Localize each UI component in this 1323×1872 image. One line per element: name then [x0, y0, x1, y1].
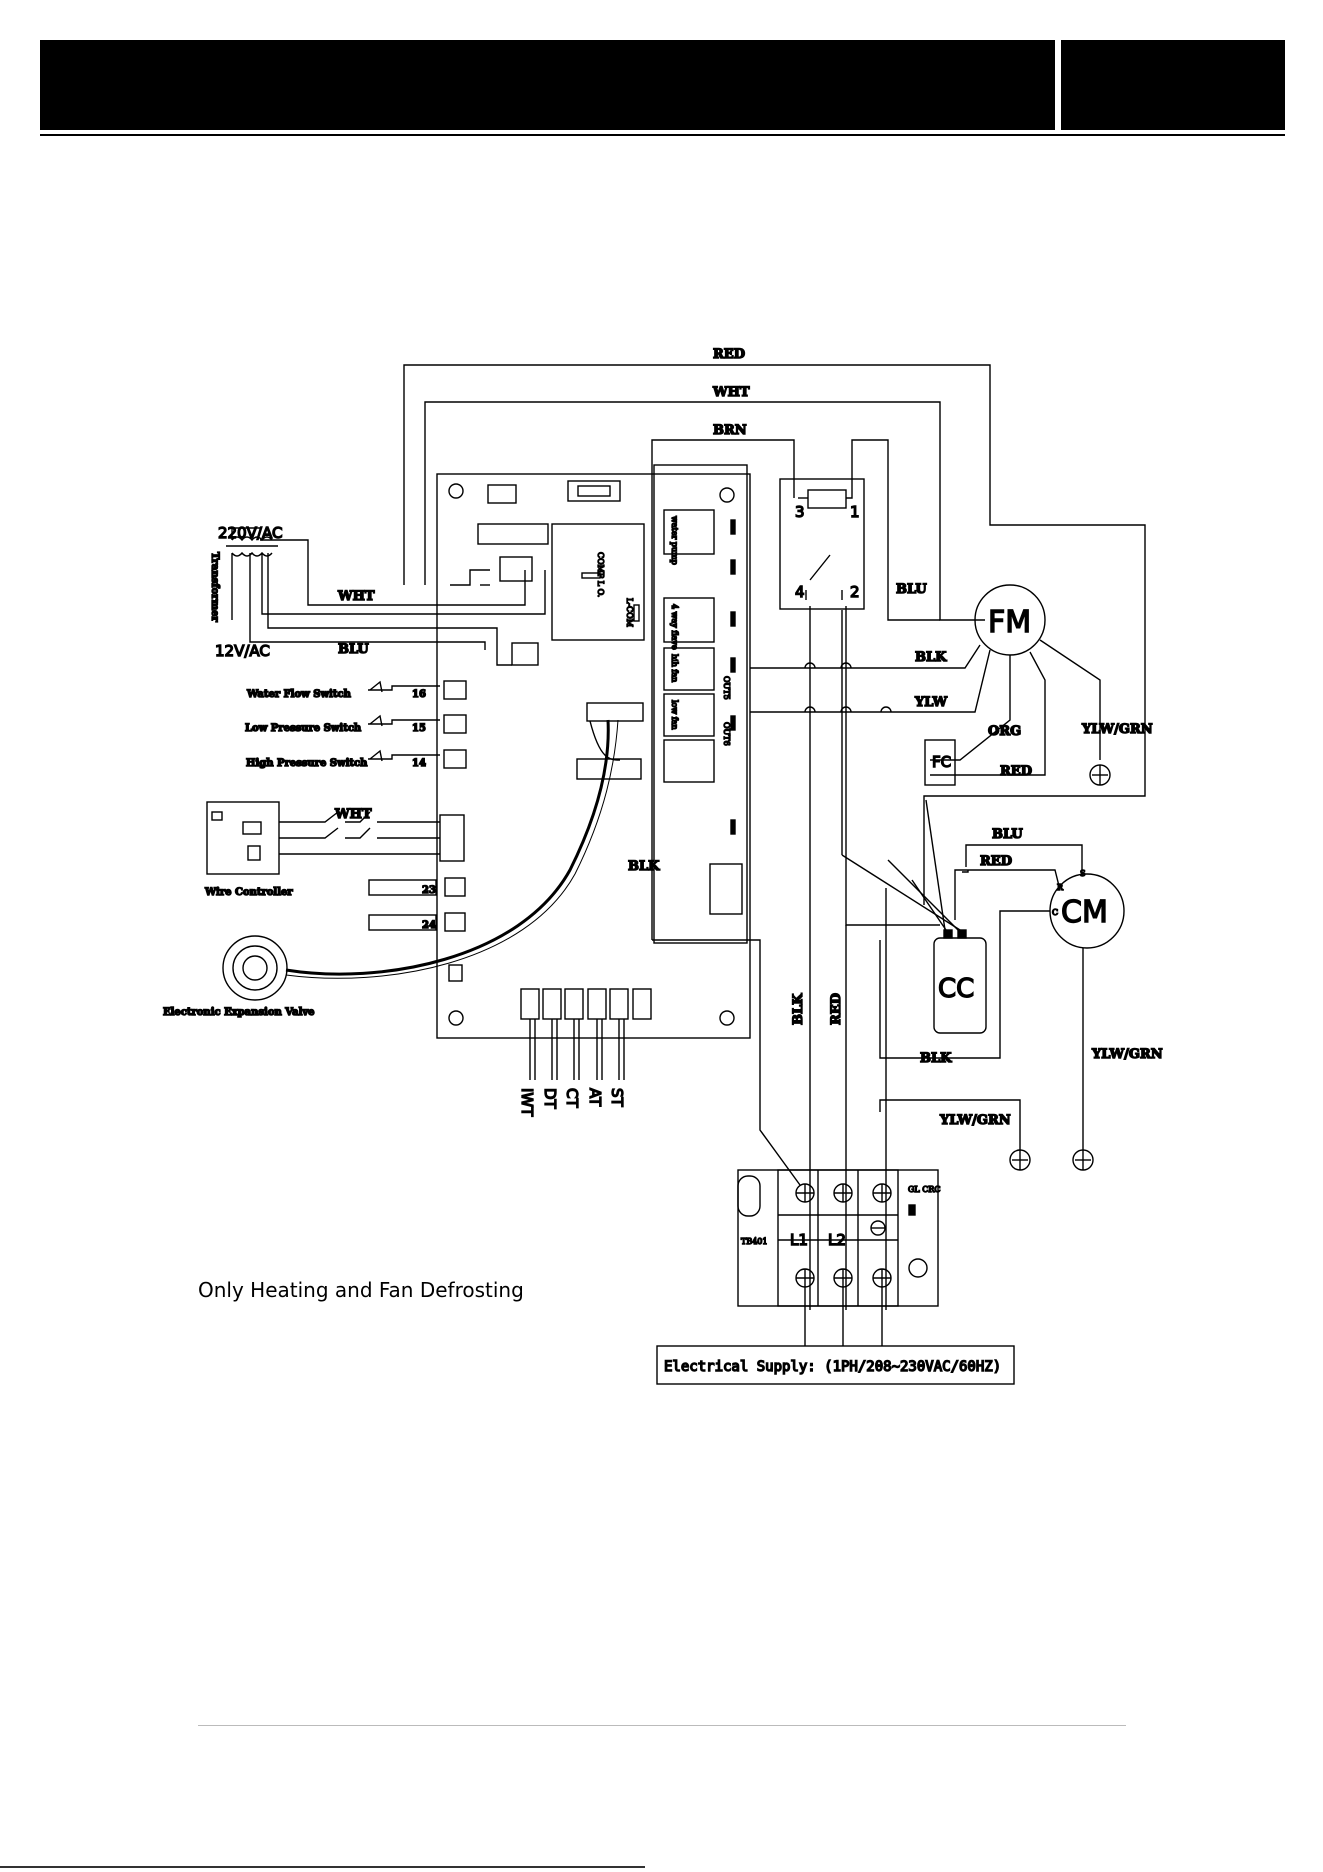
wire-label: BLU	[992, 827, 1023, 842]
switch-number: 15	[412, 723, 426, 734]
terminal-l1: L1	[790, 1231, 808, 1249]
supply-label-box	[656, 1345, 1015, 1385]
board-ic	[709, 863, 743, 915]
footer-rule	[198, 1725, 1126, 1726]
fuse	[567, 480, 621, 502]
relay-label: water pump	[670, 516, 679, 565]
wire-controller	[206, 801, 280, 875]
fan-motor-label: FM	[988, 605, 1031, 640]
switch-number: 16	[412, 689, 426, 700]
contactor-pin: 2	[850, 583, 860, 601]
wire-label: BLU	[338, 642, 369, 657]
header-side-block	[1061, 40, 1285, 130]
board-hole	[448, 483, 464, 499]
wire-label: RED	[1000, 764, 1032, 779]
terminal-tag: TB401	[741, 1237, 767, 1246]
relay-four-way	[663, 597, 715, 643]
wire-label: BLK	[628, 859, 660, 874]
input-number: 23	[422, 885, 436, 896]
contactor-pin: 3	[795, 503, 805, 521]
contactor-pin: 1	[850, 503, 860, 521]
relay-label: hih fan	[670, 654, 679, 682]
board-hole	[448, 1010, 464, 1026]
board-hole	[719, 487, 735, 503]
relay-strip	[653, 464, 748, 944]
wire-label: WHT	[712, 385, 750, 400]
comp-relay	[551, 523, 645, 641]
power-connector	[499, 556, 533, 582]
page-bottom-rule	[0, 1866, 645, 1868]
switch-label: High Pressure Switch	[246, 758, 368, 769]
transformer-output-voltage: 12V/AC	[215, 642, 270, 660]
wire-label: WHT	[337, 589, 375, 604]
board-button	[448, 964, 463, 982]
relay-label: COMP L O.	[596, 552, 605, 597]
contactor-pin: 4	[795, 583, 805, 601]
transformer-label: Transformer	[209, 552, 220, 623]
transformer-input-voltage: 220V/AC	[218, 524, 282, 542]
wire-label: BLK	[791, 993, 806, 1025]
wire-label: YLW	[914, 695, 948, 710]
wire-label: BRN	[713, 423, 747, 438]
cm-terminal: S	[1080, 869, 1085, 878]
wire-label: YLW/GRN	[1081, 722, 1153, 737]
relay-label: low fan	[670, 700, 679, 730]
input-number: 24	[422, 920, 436, 931]
control-board	[436, 473, 751, 1039]
compressor-motor-label: CM	[1061, 895, 1108, 930]
cm-terminal: R	[1057, 883, 1064, 892]
sensor-label: DT	[541, 1088, 559, 1110]
relay-spare	[663, 739, 715, 783]
wire-label: RED	[713, 347, 745, 362]
wire-label: BLK	[920, 1051, 952, 1066]
eev-connector-2	[576, 758, 642, 780]
wire-controller-label: Wire Controller	[204, 887, 293, 898]
expansion-valve	[222, 935, 288, 1001]
relay-water-pump	[663, 509, 715, 555]
relay-lo-fan	[663, 693, 715, 737]
board-hole	[719, 1010, 735, 1026]
relay-output-label: OUT6	[722, 722, 731, 746]
sensor-label: CT	[563, 1088, 581, 1108]
terminal-l2: L2	[828, 1231, 846, 1249]
header-bar	[40, 40, 1055, 130]
relay-label: L-COM	[625, 598, 634, 627]
wire-label: RED	[980, 854, 1012, 869]
contactor	[779, 478, 865, 610]
capacitor-label: CC	[938, 974, 974, 1004]
electrical-supply-label: Electrical Supply: (1PH/208~230VAC/60HZ)	[664, 1359, 1001, 1375]
sensor-label: ST	[608, 1088, 626, 1108]
wire-label: RED	[829, 993, 844, 1025]
relay-hi-fan	[663, 647, 715, 691]
switch-number: 14	[412, 758, 426, 769]
eev-connector	[586, 702, 644, 722]
switch-label: Water Flow Switch	[246, 689, 352, 700]
fuse-holder	[487, 484, 517, 504]
diagram-caption: Only Heating and Fan Defrosting	[198, 1278, 524, 1302]
fan-capacitor-label: FC	[932, 753, 951, 771]
wire-label: WHT	[334, 807, 372, 822]
trans-connector	[511, 642, 539, 666]
relay-label: 4 way flave	[670, 604, 679, 650]
wire-label: YLW/GRN	[939, 1113, 1011, 1128]
sensor-label: IWT	[518, 1088, 536, 1117]
switch-label: Low Pressure Switch	[245, 723, 362, 734]
relay-output-label: OUT5	[722, 676, 731, 700]
wire-label: BLU	[896, 582, 927, 597]
board-chip	[477, 523, 549, 545]
wire-label: YLW/GRN	[1091, 1047, 1163, 1062]
header-rule	[40, 134, 1285, 136]
wire-label: BLK	[915, 650, 947, 665]
cm-terminal: C	[1052, 908, 1058, 917]
sensor-label: AT	[586, 1088, 604, 1107]
expansion-valve-label: Electronic Expansion Valve	[163, 1007, 315, 1018]
fan-capacitor	[924, 739, 956, 786]
terminal-code: GL CRC	[908, 1185, 941, 1194]
wire-label: ORG	[988, 724, 1021, 739]
